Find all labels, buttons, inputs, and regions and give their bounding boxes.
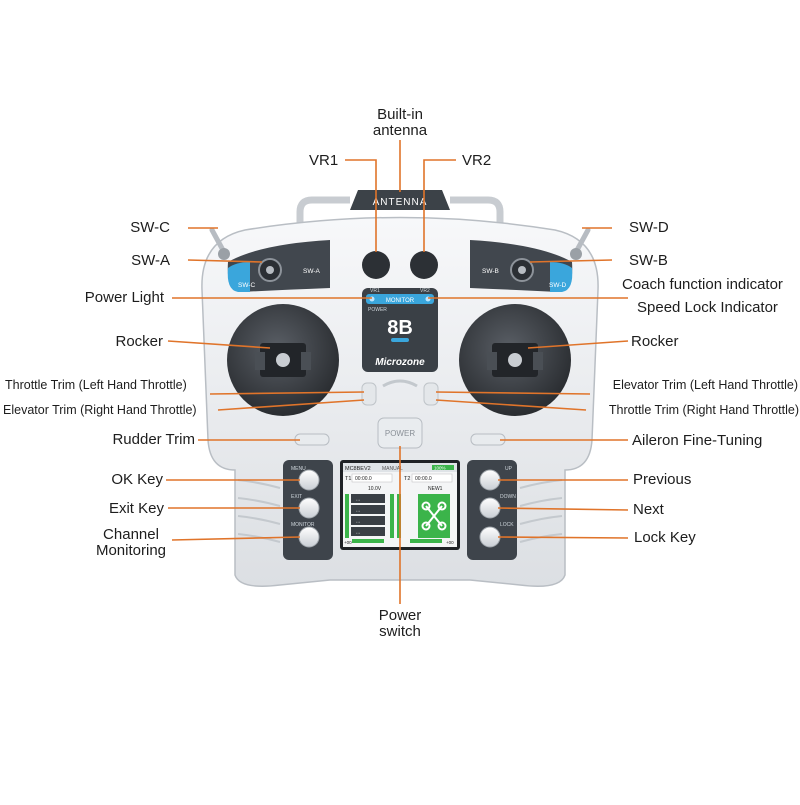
key-tag-menu: MENU bbox=[291, 466, 306, 472]
callout-rudder-trim: Rudder Trim bbox=[112, 431, 195, 448]
key-tag-lock: LOCK bbox=[500, 522, 514, 528]
knob-vr2[interactable] bbox=[410, 251, 438, 279]
callout-exit-key: Exit Key bbox=[108, 500, 164, 517]
callout-ok-key: OK Key bbox=[111, 471, 163, 488]
screen-t1-value: 00:00.0 bbox=[355, 476, 372, 482]
aileron-trim-switch[interactable] bbox=[470, 433, 506, 446]
previous-key[interactable] bbox=[479, 469, 501, 491]
screen-model: MC8BEV2 bbox=[345, 466, 371, 472]
callout-coach: Coach function indicator bbox=[622, 276, 783, 293]
trim-right-vertical[interactable] bbox=[423, 382, 439, 406]
rocker-left[interactable] bbox=[227, 304, 339, 416]
screen-bottom-left: +00 bbox=[344, 540, 352, 545]
screen-t2-label: T2 bbox=[404, 476, 410, 482]
callout-vr1: VR1 bbox=[309, 152, 339, 169]
callout-power-light: Power Light bbox=[84, 289, 164, 306]
tag-sw-d: SW-D bbox=[549, 282, 567, 289]
brand-logo-text: Microzone bbox=[375, 357, 425, 368]
model-badge: 8B bbox=[387, 317, 413, 339]
switch-sw-d[interactable] bbox=[570, 227, 591, 260]
screen-t1-label: T1 bbox=[345, 476, 351, 482]
vr2-small-label: VR2 bbox=[420, 288, 430, 294]
screen-menu-item: ... bbox=[356, 508, 360, 514]
callout-channel-monitoring: Channel Monitoring bbox=[90, 527, 172, 559]
callout-power-switch: Power switch bbox=[360, 608, 440, 640]
callout-rocker-left: Rocker bbox=[115, 333, 163, 350]
screen-bottom-right: +00 bbox=[446, 540, 454, 545]
callout-aileron-fine: Aileron Fine-Tuning bbox=[632, 432, 763, 449]
callout-antenna-line2: antenna bbox=[372, 122, 428, 139]
screen-t2-value: 00:00.0 bbox=[415, 476, 432, 482]
callout-elevator-trim-rh: Elevator Trim (Right Hand Throttle) bbox=[3, 403, 197, 417]
callout-next: Next bbox=[633, 501, 664, 518]
screen-menu-item: ... bbox=[356, 497, 360, 503]
exit-key[interactable] bbox=[298, 497, 320, 519]
callout-speed-lock: Speed Lock Indicator bbox=[637, 299, 778, 316]
rudder-trim-switch[interactable] bbox=[294, 433, 330, 446]
tag-sw-a: SW-A bbox=[303, 268, 321, 275]
key-tag-down: DOWN bbox=[500, 494, 516, 500]
screen-menu: ... ... ... ... bbox=[351, 494, 385, 536]
power-small-label: POWER bbox=[368, 307, 387, 313]
rocker-right[interactable] bbox=[459, 304, 571, 416]
power-button-text: POWER bbox=[385, 429, 415, 438]
switch-sw-c[interactable] bbox=[209, 227, 230, 260]
lock-key[interactable] bbox=[479, 526, 501, 548]
callout-channel-line1: Channel bbox=[103, 526, 159, 543]
callout-throttle-trim-rh: Throttle Trim (Right Hand Throttle) bbox=[608, 403, 799, 417]
knob-vr1[interactable] bbox=[362, 251, 390, 279]
vr1-small-label: VR1 bbox=[370, 288, 380, 294]
tag-sw-c: SW-C bbox=[238, 282, 256, 289]
callout-antenna-line1: Built-in bbox=[377, 106, 423, 123]
key-tag-exit: EXIT bbox=[291, 494, 302, 500]
callout-vr2: VR2 bbox=[462, 152, 492, 169]
antenna-plate-text: ANTENNA bbox=[373, 197, 428, 208]
channel-monitor-key[interactable] bbox=[298, 526, 320, 548]
screen-voltage: 10.0V bbox=[368, 486, 382, 492]
screen-menu-item: ... bbox=[356, 530, 360, 536]
center-status-panel: MONITOR VR1 VR2 POWER 8B Microzone bbox=[362, 288, 438, 372]
leader-lines bbox=[166, 140, 629, 604]
antenna-plate bbox=[350, 190, 450, 210]
handle-right bbox=[450, 196, 504, 235]
callout-sw-c: SW-C bbox=[130, 219, 170, 236]
screen-mode: MANUAL bbox=[382, 466, 403, 472]
screen-battery: 100% bbox=[434, 466, 446, 471]
switch-panel-left: SW-C SW-A bbox=[227, 240, 330, 292]
key-tag-up: UP bbox=[505, 466, 513, 472]
callout-antenna: Built-in antenna bbox=[358, 107, 442, 139]
callout-sw-a: SW-A bbox=[131, 252, 170, 269]
screen-menu-item: ... bbox=[356, 519, 360, 525]
callout-power-switch-line1: Power bbox=[378, 607, 422, 624]
tag-sw-b: SW-B bbox=[482, 268, 499, 275]
callout-elevator-trim-lh: Elevator Trim (Left Hand Throttle) bbox=[612, 378, 798, 392]
ok-key[interactable] bbox=[298, 469, 320, 491]
next-key[interactable] bbox=[479, 497, 501, 519]
callout-lock-key: Lock Key bbox=[634, 529, 696, 546]
callout-previous: Previous bbox=[633, 471, 692, 488]
switch-panel-right: SW-D SW-B bbox=[470, 240, 573, 292]
callout-sw-b: SW-B bbox=[629, 252, 668, 269]
trim-left-vertical[interactable] bbox=[361, 382, 377, 406]
callout-sw-d: SW-D bbox=[629, 219, 669, 236]
screen-model-name: NEW1 bbox=[428, 486, 443, 492]
callout-rocker-right: Rocker bbox=[631, 333, 679, 350]
handle-left bbox=[296, 196, 350, 235]
monitor-label: MONITOR bbox=[386, 298, 415, 304]
center-trim-arc bbox=[382, 379, 418, 388]
callout-throttle-trim-lh: Throttle Trim (Left Hand Throttle) bbox=[5, 378, 187, 392]
callout-channel-line2: Monitoring bbox=[95, 542, 167, 559]
key-tag-monitor: MONITOR bbox=[291, 522, 315, 528]
callout-power-switch-line2: switch bbox=[379, 623, 421, 640]
